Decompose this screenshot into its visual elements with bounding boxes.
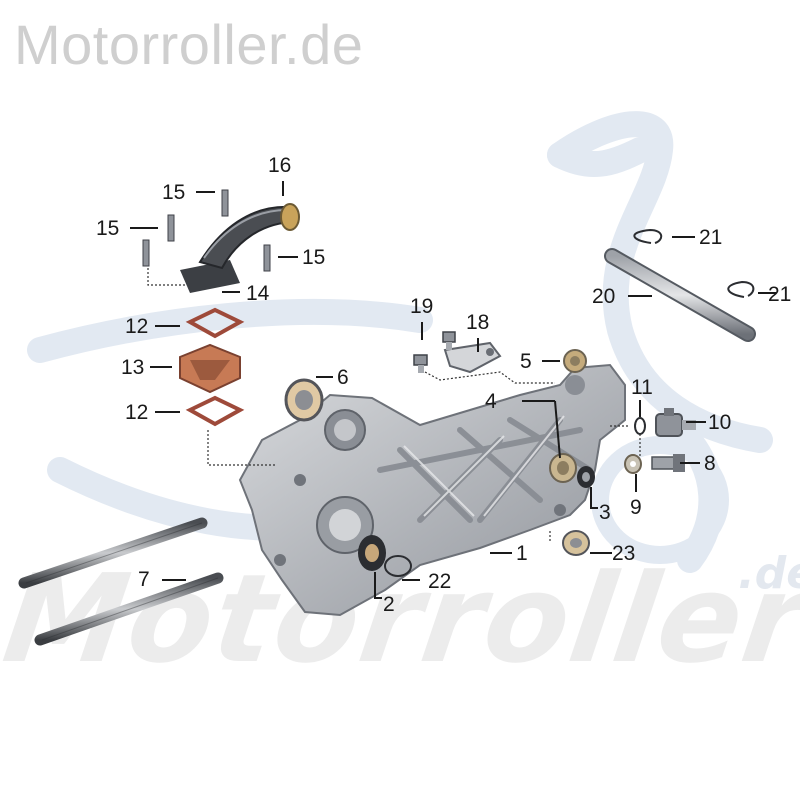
intake-manifold-14 <box>180 205 298 293</box>
callout-18: 18 <box>466 311 490 334</box>
callout-21-top: 21 <box>699 226 723 249</box>
callout-12-upper: 12 <box>125 315 149 338</box>
watermark-tld: .de <box>738 548 800 599</box>
callout-1: 1 <box>516 542 528 565</box>
callout-2: 2 <box>383 593 395 616</box>
gasket-12-lower <box>185 395 245 427</box>
callout-19: 19 <box>410 295 434 318</box>
bearing-6 <box>284 378 324 422</box>
callout-23: 23 <box>612 542 636 565</box>
screws-15 <box>142 189 271 272</box>
callout-20: 20 <box>592 285 616 308</box>
callout-7: 7 <box>138 568 150 591</box>
callout-22: 22 <box>428 570 452 593</box>
tensioner-10 <box>655 408 696 437</box>
o-ring-22 <box>384 555 412 577</box>
bearing-4 <box>549 453 577 483</box>
callout-9: 9 <box>630 496 642 519</box>
oil-seal-3 <box>577 466 595 488</box>
bolt-8 <box>651 454 685 472</box>
callout-16: 16 <box>268 154 292 177</box>
callout-10: 10 <box>708 411 732 434</box>
assembly-dotted-lines <box>147 268 641 543</box>
circlip-21-bottom <box>727 280 755 298</box>
gasket-12-upper <box>185 307 245 339</box>
callout-15-top: 15 <box>162 181 186 204</box>
callout-3: 3 <box>599 501 611 524</box>
washer-9 <box>624 454 642 474</box>
crankcase-housing <box>238 363 626 617</box>
screw-19-b <box>413 354 428 373</box>
callout-15-left: 15 <box>96 217 120 240</box>
circlip-21-top <box>633 228 663 244</box>
callout-13: 13 <box>121 356 145 379</box>
stud-bolt-7-upper <box>18 517 208 589</box>
callout-21-bottom: 21 <box>768 283 792 306</box>
callout-14: 14 <box>246 282 270 305</box>
bearing-23 <box>562 530 590 556</box>
callout-5: 5 <box>520 350 532 373</box>
o-ring-11 <box>634 417 646 435</box>
callout-15-right: 15 <box>302 246 326 269</box>
callout-6: 6 <box>337 366 349 389</box>
stud-bolt-7-lower <box>34 572 224 646</box>
callout-12-lower: 12 <box>125 401 149 424</box>
bracket-18 <box>443 341 502 374</box>
reed-valve-13 <box>179 343 241 394</box>
screw-19-a <box>442 331 456 350</box>
callout-11: 11 <box>631 376 653 399</box>
callout-leader-lines <box>130 181 776 599</box>
callout-4: 4 <box>485 390 497 413</box>
bushing-5 <box>563 349 587 373</box>
callout-8: 8 <box>704 452 716 475</box>
cap-16 <box>280 203 300 231</box>
oil-seal-2 <box>358 535 386 571</box>
site-logo-text: Motorroller.de <box>14 13 364 76</box>
shaft-20 <box>604 248 756 342</box>
